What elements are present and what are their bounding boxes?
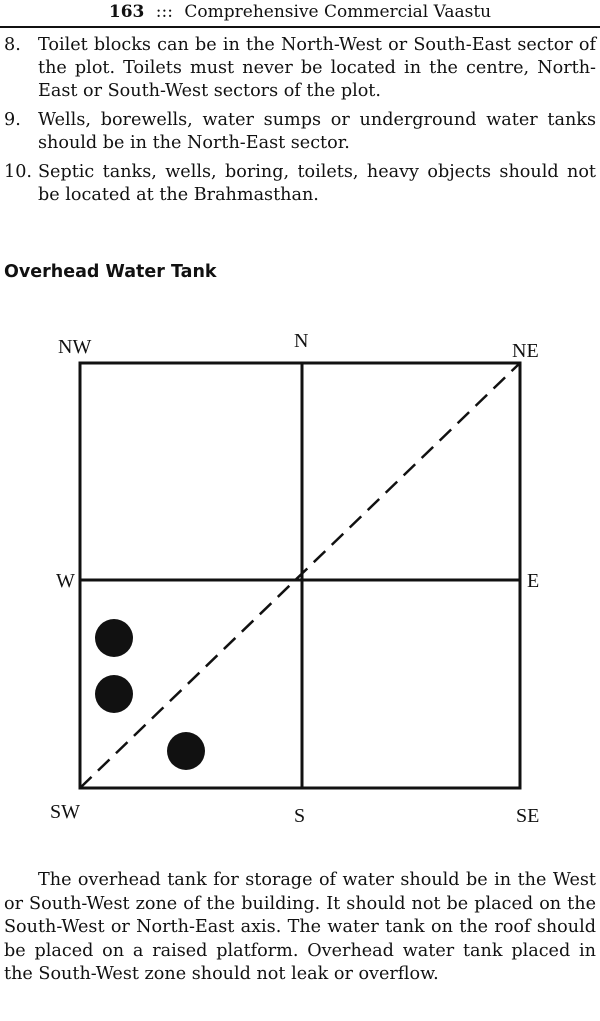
- vaastu-plot-diagram: NW N NE W E SW S SE: [50, 330, 539, 827]
- book-title: Comprehensive Commercial Vaastu: [184, 2, 492, 22]
- body-paragraph: The overhead tank for storage of water s…: [4, 870, 596, 984]
- list-item-text: Toilet blocks can be in the North-West o…: [38, 35, 596, 101]
- water-tank-marker: [95, 619, 133, 657]
- label-north: N: [294, 330, 308, 352]
- list-item: 10. Septic tanks, wells, boring, toilets…: [4, 161, 596, 207]
- list-item-number: 9.: [4, 110, 21, 130]
- label-northwest: NW: [58, 336, 91, 358]
- list-item-number: 10.: [4, 162, 32, 182]
- water-tank-marker: [95, 675, 133, 713]
- list-item-text: Septic tanks, wells, boring, toilets, he…: [38, 162, 596, 205]
- header-separator: :::: [155, 2, 173, 22]
- list-item-number: 8.: [4, 35, 21, 55]
- list-item: 8. Toilet blocks can be in the North-Wes…: [4, 34, 596, 103]
- label-east: E: [527, 570, 539, 592]
- label-south: S: [294, 805, 305, 827]
- label-southwest: SW: [50, 801, 80, 823]
- section-title: Overhead Water Tank: [4, 262, 217, 282]
- page-number: 163: [108, 2, 145, 22]
- list-item-text: Wells, borewells, water sumps or undergr…: [38, 110, 596, 153]
- label-west: W: [56, 570, 75, 592]
- water-tank-marker: [167, 732, 205, 770]
- southwest-northeast-axis: [79, 362, 521, 789]
- page-header: 163 ::: Comprehensive Commercial Vaastu: [0, 0, 600, 28]
- list-item: 9. Wells, borewells, water sumps or unde…: [4, 109, 596, 155]
- label-northeast: NE: [512, 340, 539, 362]
- plot-boundary: [78, 361, 522, 790]
- rules-list: 8. Toilet blocks can be in the North-Wes…: [4, 34, 596, 213]
- label-southeast: SE: [516, 805, 539, 827]
